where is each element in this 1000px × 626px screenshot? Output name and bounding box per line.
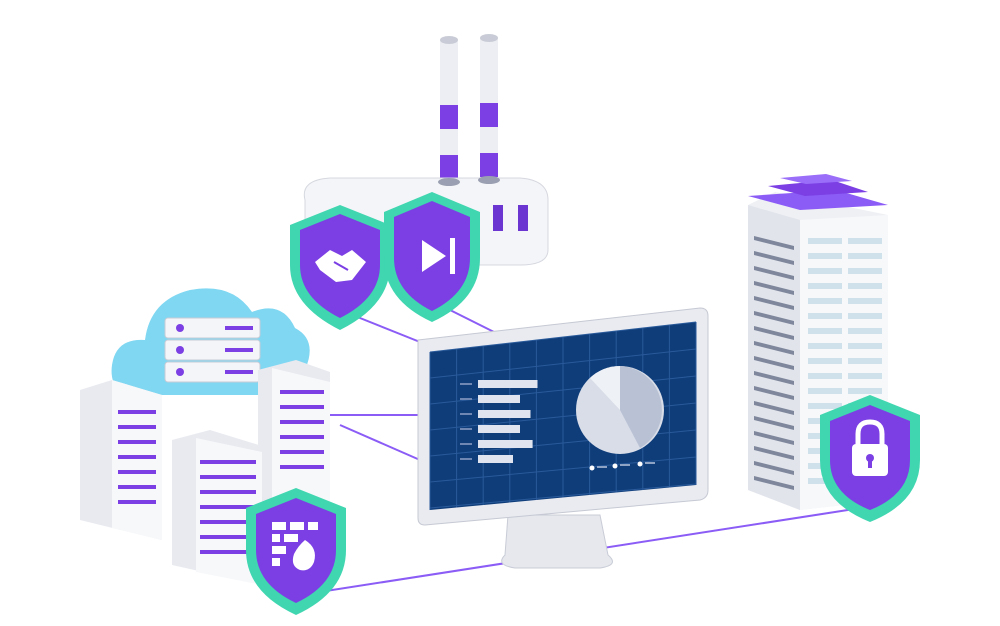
chart-tick-label [460,443,472,445]
tower-window [754,401,794,415]
tower-window [808,298,842,304]
chart-bar [478,455,513,463]
tower-window [808,238,842,244]
tower-window [808,313,842,319]
tower-window [754,431,794,445]
tower-window [754,296,794,310]
tower-window [754,416,794,430]
tower-window [754,281,794,295]
server-rack-left [80,380,162,540]
chart-tick-label [460,428,472,430]
grid-line [429,483,697,509]
tower-window [754,446,794,460]
grid-line [429,348,697,379]
tower-window [754,341,794,355]
pie-legend [589,461,655,471]
chart-bar [478,440,533,448]
chart-tick-label [460,398,472,400]
tower-window [848,253,882,259]
tower-window [848,283,882,289]
padlock-icon [852,419,888,476]
monitor [417,307,709,569]
tower-window [808,268,842,274]
tower-window [754,251,794,265]
tower-window [808,253,842,259]
firewall-icon [272,522,318,571]
chart-tick-label [460,458,472,460]
tower-window [808,373,842,379]
server-rack-front [172,430,262,585]
bar-chart [460,380,538,463]
tower-window [848,298,882,304]
chart-bar [478,380,538,388]
server-rack-right [258,360,330,520]
tower-window [754,476,794,490]
handshake-shield [290,205,390,330]
handshake-icon [315,250,366,282]
tower-window [848,328,882,334]
tower-window [808,343,842,349]
grid-line [429,456,697,483]
tower-window [754,266,794,280]
tower-window [754,386,794,400]
tower-window [808,388,842,394]
tower-window [848,373,882,379]
tower-window [808,403,842,409]
tower-window [754,326,794,340]
lock-shield [820,395,920,522]
tower-window [848,343,882,349]
tower-window [754,356,794,370]
tower-window [848,388,882,394]
tower-window [808,358,842,364]
pie-chart [576,366,664,454]
tower-window [754,461,794,475]
tower-window [808,283,842,289]
tower-window [754,236,794,250]
chart-bar [478,410,531,418]
grid-line [429,321,697,353]
tower-window [848,238,882,244]
tower-window [808,328,842,334]
tower-window [754,371,794,385]
chart-bar [478,425,520,433]
skip-forward-icon [422,238,455,274]
tower-window [848,268,882,274]
tower-window [848,313,882,319]
tower-window [754,311,794,325]
skip-shield [384,192,480,322]
tower-window [848,358,882,364]
firewall-shield [246,488,346,615]
chart-tick-label [460,413,472,415]
chart-tick-label [460,383,472,385]
chart-bar [478,395,520,403]
